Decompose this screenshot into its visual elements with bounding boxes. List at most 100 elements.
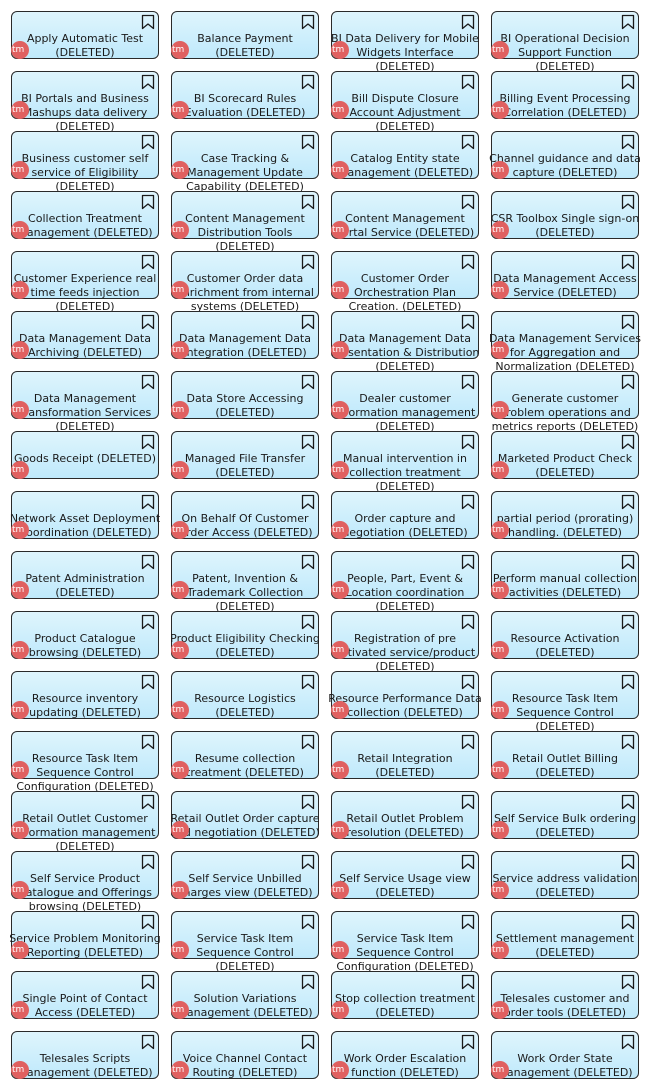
element-box[interactable]: Customer Order Orchestration Plan Creati…	[331, 251, 479, 313]
element-box[interactable]: Resource inventory updating (DELETED)tm	[11, 671, 159, 719]
element-box[interactable]: Resource Task Item Sequence Control (DEL…	[491, 671, 639, 733]
element-box[interactable]: Settlement management (DELETED)tm	[491, 911, 639, 959]
element-label: Work Order State Management (DELETED)	[497, 1052, 633, 1079]
element-box[interactable]: Patent, Invention & Trademark Collection…	[171, 551, 319, 613]
element-box[interactable]: Service Problem Monitoring Reporting (DE…	[9, 911, 161, 959]
element-box[interactable]: On Behalf Of Customer Order Access (DELE…	[171, 491, 319, 539]
element-label: Managed File Transfer (DELETED)	[184, 452, 306, 479]
element-box[interactable]: Resource Logistics (DELETED)tm	[171, 671, 319, 719]
element-box[interactable]: Resume collection treatment (DELETED)tm	[171, 731, 319, 779]
element-box[interactable]: Retail Integration (DELETED)tm	[331, 731, 479, 779]
element-box[interactable]: Balance Payment (DELETED)tm	[171, 11, 319, 59]
element-box[interactable]: Registration of pre activated service/pr…	[331, 611, 479, 673]
element-box[interactable]: Resource Task Item Sequence Control Conf…	[11, 731, 159, 793]
element-box[interactable]: Retail Outlet Customer Information manag…	[11, 791, 159, 853]
tm-badge: tm	[11, 521, 29, 539]
element-box[interactable]: Catalog Entity state management (DELETED…	[331, 131, 479, 179]
element-box[interactable]: Self Service Bulk ordering (DELETED)tm	[491, 791, 639, 839]
element-box[interactable]: Voice Channel Contact Routing (DELETED)t…	[171, 1031, 319, 1079]
element-box[interactable]: Telesales customer and order tools (DELE…	[491, 971, 639, 1019]
bookmark-icon	[621, 554, 635, 570]
tm-badge: tm	[331, 401, 349, 419]
element-box[interactable]: Data Management Data Presentation & Dist…	[331, 311, 479, 373]
element-box[interactable]: Service address validation (DELETED)tm	[491, 851, 639, 899]
element-box[interactable]: BI Scorecard Rules Evaluation (DELETED)t…	[171, 71, 319, 119]
element-label: Data Management Data Presentation & Dist…	[330, 332, 480, 373]
element-box[interactable]: Single Point of Contact Access (DELETED)…	[11, 971, 159, 1019]
element-box[interactable]: Self Service Product Catalogue and Offer…	[11, 851, 159, 913]
bookmark-icon	[621, 734, 635, 750]
element-label: BI Portals and Business Mashups data del…	[21, 92, 149, 133]
element-box[interactable]: Data Management Data Archiving (DELETED)…	[11, 311, 159, 359]
element-box[interactable]: Content Management Distribution Tools (D…	[171, 191, 319, 253]
element-box[interactable]: Marketed Product Check (DELETED)tm	[491, 431, 639, 479]
element-box[interactable]: Manual intervention in collection treatm…	[331, 431, 479, 493]
element-box[interactable]: Data Management Services for Aggregation…	[489, 311, 641, 373]
element-box[interactable]: Data Management Access Service (DELETED)…	[491, 251, 639, 299]
element-box[interactable]: Service Task Item Sequence Control (DELE…	[171, 911, 319, 973]
element-box[interactable]: Goods Receipt (DELETED)tm	[11, 431, 159, 479]
bookmark-icon	[141, 434, 155, 450]
element-box[interactable]: Service Task Item Sequence Control Confi…	[331, 911, 479, 973]
element-box[interactable]: BI Operational Decision Support Function…	[491, 11, 639, 73]
bookmark-icon	[461, 314, 475, 330]
element-box[interactable]: Work Order Escalation function (DELETED)…	[331, 1031, 479, 1079]
element-box[interactable]: Solution Variations Management (DELETED)…	[171, 971, 319, 1019]
element-box[interactable]: Billing Event Processing Correlation (DE…	[491, 71, 639, 119]
element-box[interactable]: partial period (prorating) handling. (DE…	[491, 491, 639, 539]
element-box[interactable]: Business customer self service of Eligib…	[11, 131, 159, 193]
element-box[interactable]: Case Tracking & Management Update Capabi…	[171, 131, 319, 193]
tm-badge: tm	[491, 581, 509, 599]
element-box[interactable]: Stop collection treatment (DELETED)tm	[331, 971, 479, 1019]
element-box[interactable]: Self Service Usage view (DELETED)tm	[331, 851, 479, 899]
tm-badge: tm	[171, 581, 189, 599]
element-box[interactable]: Generate customer problem operations and…	[491, 371, 639, 433]
element-box[interactable]: Data Management Transformation Services …	[11, 371, 159, 433]
element-label: partial period (prorating) handling. (DE…	[496, 512, 634, 539]
element-box[interactable]: Retail Outlet Problem resolution (DELETE…	[331, 791, 479, 839]
element-box[interactable]: Customer Experience real time feeds inje…	[11, 251, 159, 313]
element-box[interactable]: Channel guidance and data capture (DELET…	[489, 131, 641, 179]
element-label: Telesales Scripts Management (DELETED)	[17, 1052, 153, 1079]
element-box[interactable]: Collection Treatment Management (DELETED…	[11, 191, 159, 239]
element-box[interactable]: Dealer customer information management (…	[331, 371, 479, 433]
element-label: Resource Logistics (DELETED)	[194, 692, 296, 719]
tm-badge: tm	[331, 101, 349, 119]
element-box[interactable]: People, Part, Event & Location coordinat…	[331, 551, 479, 613]
element-box[interactable]: Apply Automatic Test (DELETED)tm	[11, 11, 159, 59]
element-label: Balance Payment (DELETED)	[197, 32, 293, 59]
element-box[interactable]: Bill Dispute Closure Account Adjustment …	[331, 71, 479, 133]
element-box[interactable]: Retail Outlet Billing (DELETED)tm	[491, 731, 639, 779]
element-box[interactable]: Order capture and negotiation (DELETED)t…	[331, 491, 479, 539]
element-box[interactable]: Resource Activation (DELETED)tm	[491, 611, 639, 659]
element-box[interactable]: Network Asset Deployment Coordination (D…	[10, 491, 160, 539]
element-box[interactable]: Work Order State Management (DELETED)tm	[491, 1031, 639, 1079]
element-box[interactable]: CSR Toolbox Single sign-on (DELETED)tm	[491, 191, 639, 239]
bookmark-icon	[301, 14, 315, 30]
element-box[interactable]: Product Catalogue browsing (DELETED)tm	[11, 611, 159, 659]
element-box[interactable]: Patent Administration (DELETED)tm	[11, 551, 159, 599]
element-box[interactable]: Telesales Scripts Management (DELETED)tm	[11, 1031, 159, 1079]
element-box[interactable]: Managed File Transfer (DELETED)tm	[171, 431, 319, 479]
bookmark-icon	[301, 914, 315, 930]
element-label: Resource inventory updating (DELETED)	[29, 692, 141, 719]
element-box[interactable]: Customer Order data enrichment from inte…	[171, 251, 319, 313]
element-box[interactable]: Data Store Accessing (DELETED)tm	[171, 371, 319, 419]
element-box[interactable]: BI Portals and Business Mashups data del…	[11, 71, 159, 133]
bookmark-icon	[461, 974, 475, 990]
element-box[interactable]: Self Service Unbilled charges view (DELE…	[171, 851, 319, 899]
element-box[interactable]: Retail Outlet Order capture and negotiat…	[170, 791, 320, 839]
element-box[interactable]: Product Eligibility Checking (DELETED)tm	[170, 611, 320, 659]
bookmark-icon	[461, 854, 475, 870]
bookmark-icon	[301, 674, 315, 690]
element-box[interactable]: Resource Performance Data collection (DE…	[328, 671, 482, 719]
element-box[interactable]: Perform manual collection activities (DE…	[491, 551, 639, 599]
element-label: Registration of pre activated service/pr…	[334, 632, 476, 673]
tm-badge: tm	[11, 821, 29, 839]
element-label: Patent, Invention & Trademark Collection…	[186, 572, 304, 613]
element-label: Perform manual collection activities (DE…	[492, 572, 638, 599]
bookmark-icon	[621, 614, 635, 630]
element-box[interactable]: BI Data Delivery for Mobile Widgets Inte…	[331, 11, 479, 73]
element-box[interactable]: Data Management Data Integration (DELETE…	[171, 311, 319, 359]
element-box[interactable]: Content Management Portal Service (DELET…	[331, 191, 479, 239]
